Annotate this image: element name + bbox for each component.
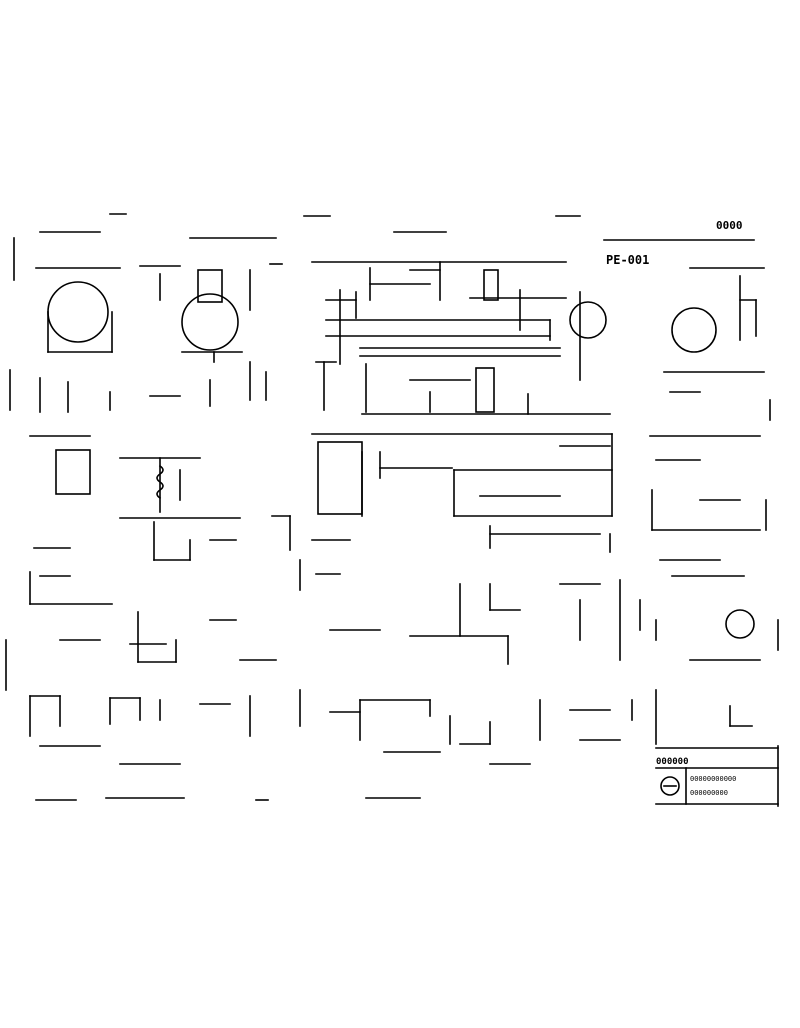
right-middle-block [651, 459, 767, 661]
bottom-block [29, 689, 753, 765]
upper-center-block [311, 261, 611, 415]
sheet-subreference-label: PE-001 [606, 253, 650, 267]
tube-stage-left [9, 263, 283, 413]
title-block [655, 745, 779, 807]
sheet-border [5, 213, 779, 801]
middle-left-block [29, 435, 291, 663]
sheet-reference-label: 0000 [716, 219, 743, 232]
right-upper-block [649, 267, 771, 437]
title-block-company: 00000000000 [690, 775, 737, 783]
middle-center-block [299, 433, 641, 665]
title-block-subtitle: 000000000 [690, 789, 728, 797]
company-logo-icon [660, 776, 680, 796]
title-block-name: 000000 [656, 757, 689, 767]
